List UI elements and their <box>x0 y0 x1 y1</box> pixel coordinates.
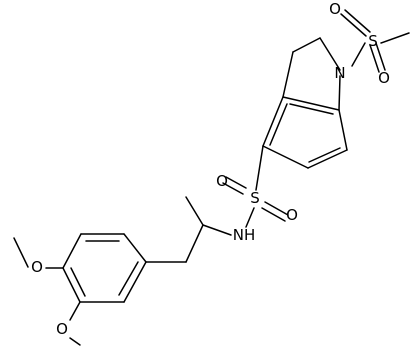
bond-s-o-bottom <box>369 44 380 73</box>
bond-n-s-mesyl <box>351 42 366 67</box>
atom-o-mesyl-bottom: O <box>378 69 390 87</box>
bonds <box>13 9 410 346</box>
bond-c2-c3 <box>292 37 321 53</box>
bond-aryl-c6-c1 <box>123 261 147 303</box>
bond-n-ch <box>202 224 232 236</box>
bond-s-o-lower <box>261 207 286 222</box>
bond-s-o-left <box>340 13 367 37</box>
bond-s-o-upper-double <box>222 182 244 195</box>
atom-o-mesyl-left: O <box>329 0 341 18</box>
bond-c7a-c7 <box>338 109 348 151</box>
bond-c5-c4-double <box>269 103 288 146</box>
bond-s-o-upper <box>225 176 247 189</box>
bond-c3a-c7a <box>282 96 340 111</box>
atom-o-sulfonamide-lower: O <box>286 206 298 224</box>
atom-s-mesyl: S <box>368 32 378 50</box>
bond-s-o-lower-double <box>264 201 289 216</box>
bond-c5-c4 <box>262 96 284 147</box>
atom-labels: N S O O S O O NH O O <box>31 0 390 338</box>
bond-c5-s <box>255 145 264 191</box>
atom-o-methoxy-top: O <box>31 258 43 276</box>
bond-aryl-c6-c1-double <box>118 261 139 296</box>
bond-n-c7a <box>338 75 341 111</box>
bond-aryl-c4-c5 <box>62 267 81 303</box>
bond-c7-c6 <box>307 149 348 169</box>
bond-s-o-bottom-double <box>375 42 386 71</box>
bond-s-ch3 <box>380 32 410 44</box>
bond-aryl-c1-c2 <box>123 233 147 263</box>
bond-c3-c3a <box>282 51 294 98</box>
atom-n-indoline: N <box>334 64 345 82</box>
bond-aryl-c3-c4 <box>62 233 82 269</box>
bond-c6-c5 <box>262 145 309 169</box>
bond-o-top-ch3 <box>13 237 29 268</box>
bond-s-o-left-double <box>344 9 371 33</box>
bond-ch-ch3 <box>185 196 204 226</box>
bond-o-bottom-ch3 <box>69 337 81 346</box>
bond-c7-c6-double <box>308 147 341 163</box>
bond-n-c2 <box>319 37 341 71</box>
atom-s-sulfonamide: S <box>250 189 260 207</box>
bond-aryl-c4-c5-double <box>70 267 86 297</box>
atom-nh: NH <box>233 226 256 244</box>
bond-ch-ch2 <box>185 224 204 263</box>
bond-c5-o-bottom <box>69 301 81 321</box>
atom-o-sulfonamide-upper: O <box>216 172 228 190</box>
bond-c3a-c7a-double <box>289 103 334 115</box>
bond-s-n <box>245 207 255 228</box>
atom-o-methoxy-bottom: O <box>56 320 68 338</box>
